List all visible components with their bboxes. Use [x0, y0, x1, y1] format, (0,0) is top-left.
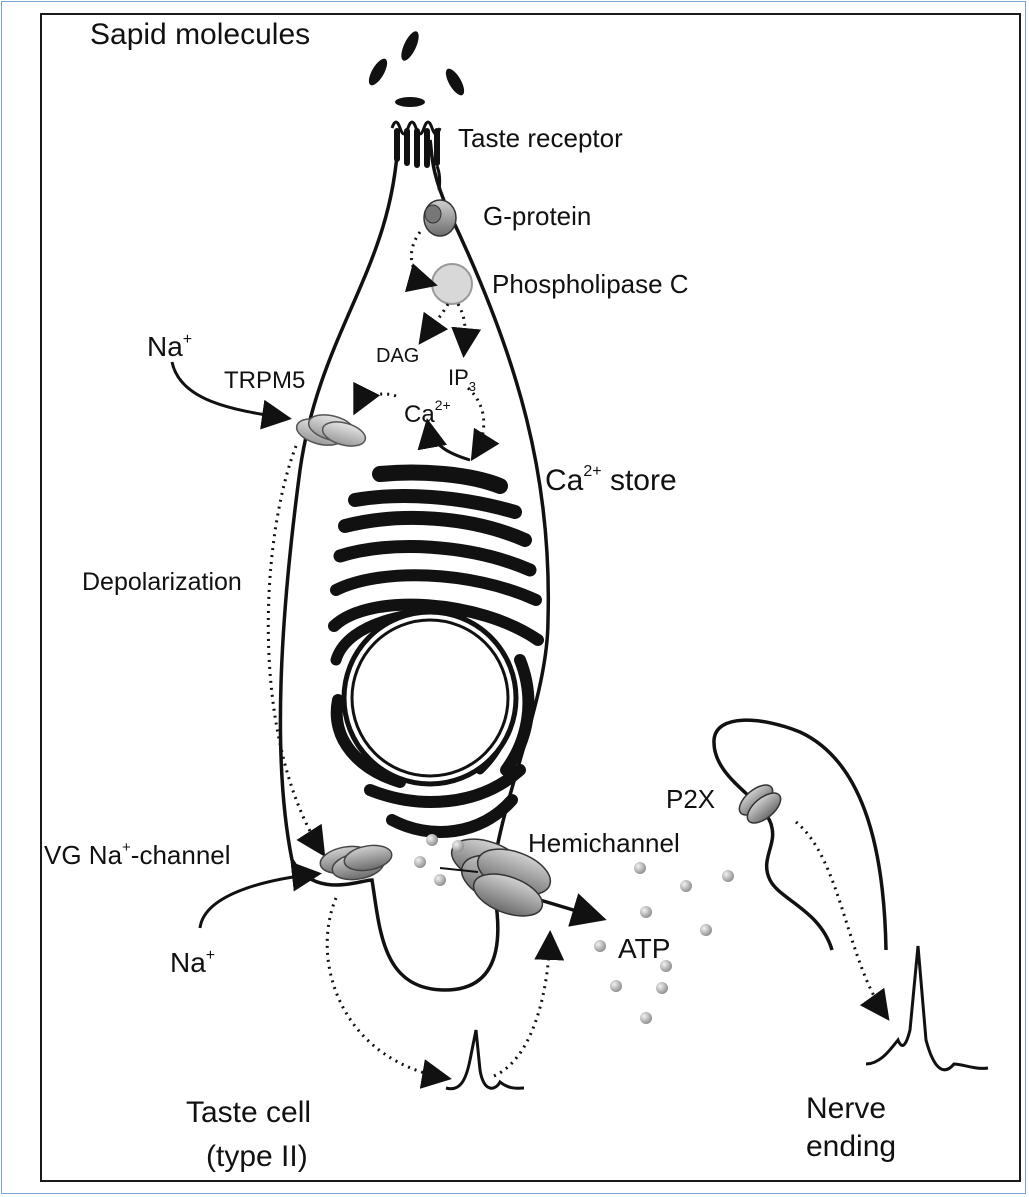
- nucleus: [344, 612, 516, 784]
- vg-na-channel-icon: [318, 842, 394, 883]
- label-ca-store: Ca2+ store: [545, 463, 677, 497]
- p2x-receptor-icon: [734, 779, 785, 828]
- nerve-ending: [714, 720, 886, 950]
- label-na-top: Na+: [147, 331, 192, 362]
- label-phospholipase-c: Phospholipase C: [492, 269, 689, 299]
- atp-release-arrow: [540, 900, 600, 918]
- label-nerve: Nerve: [806, 1092, 886, 1125]
- label-p2x: P2X: [666, 784, 715, 814]
- g-protein-icon: [424, 200, 456, 236]
- label-taste-cell-type: (type II): [206, 1140, 308, 1173]
- label-na-bottom: Na+: [170, 947, 215, 978]
- label-atp: ATP: [618, 933, 670, 964]
- label-trpm5: TRPM5: [224, 367, 305, 394]
- label-vg-na-channel: VG Na+-channel: [44, 839, 231, 870]
- label-hemichannel: Hemichannel: [528, 828, 680, 858]
- label-ip3: IP3: [448, 365, 476, 394]
- nerve-action-potential: [866, 946, 988, 1070]
- taste-cell-action-potential: [446, 1030, 524, 1089]
- label-depolarization: Depolarization: [82, 568, 242, 596]
- label-taste-receptor: Taste receptor: [458, 123, 623, 153]
- na-influx-arrow-bottom: [200, 874, 316, 928]
- label-sapid-molecules: Sapid molecules: [90, 18, 310, 51]
- label-ca: Ca2+: [404, 397, 451, 428]
- sapid-molecules: [365, 29, 467, 107]
- label-nerve-ending: ending: [806, 1130, 896, 1163]
- ca-release-arrow: [428, 424, 470, 460]
- label-taste-cell: Taste cell: [186, 1096, 311, 1129]
- label-dag: DAG: [376, 345, 419, 367]
- phospholipase-c-icon: [432, 264, 472, 304]
- label-g-protein: G-protein: [483, 201, 591, 231]
